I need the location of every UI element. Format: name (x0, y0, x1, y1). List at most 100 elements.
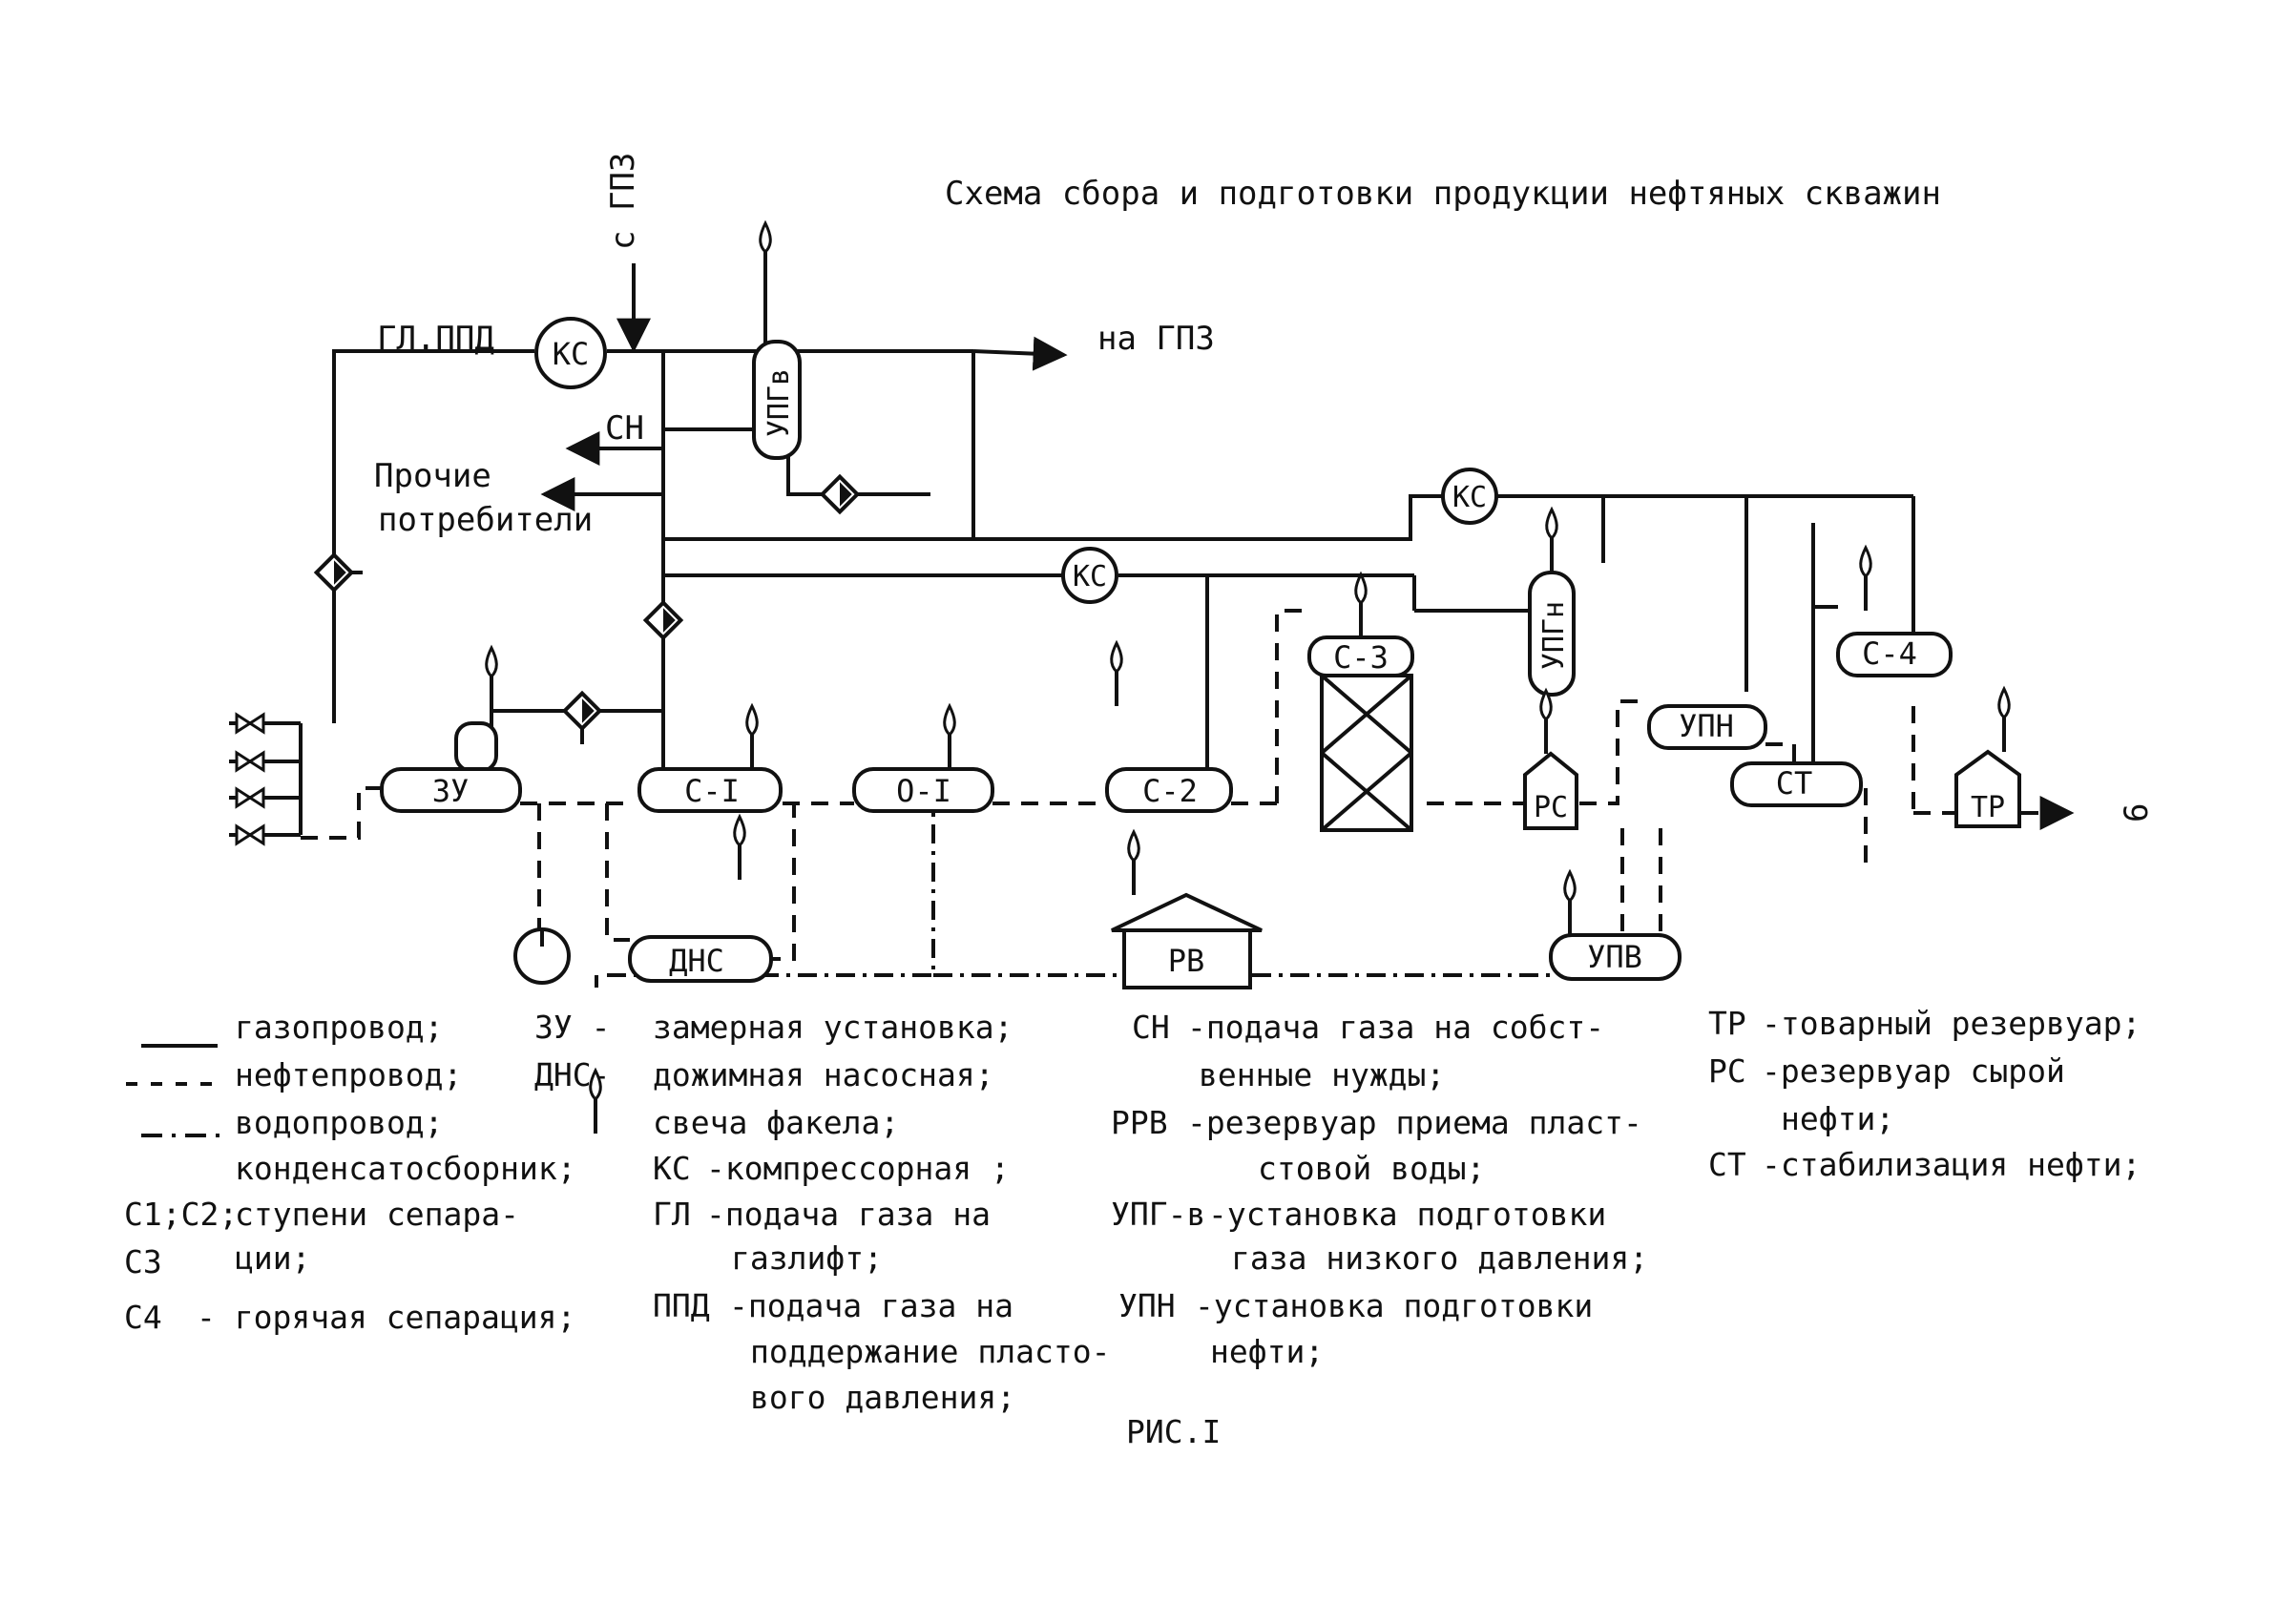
vessel-upn: УПН (1647, 704, 1767, 750)
vessel-dns: ДНС (628, 935, 773, 983)
water-lines (595, 803, 1551, 988)
gl-ppd-label: ГЛ.ППД (377, 320, 494, 358)
flare-icon (1562, 870, 1577, 937)
flare-icon (484, 646, 499, 713)
legend-item: -подача газа на собст- (1187, 1009, 1604, 1046)
legend-symbol: ГЛ (653, 1196, 691, 1233)
condensate-collector-icon (820, 474, 860, 514)
vessel-o1: О-I (852, 767, 994, 813)
vessel-c1: С-I (637, 767, 783, 813)
legend-symbol: УПГ-в (1111, 1196, 1205, 1233)
legend-symbol: ЗУ - (534, 1009, 610, 1046)
legend-item: дожимная насосная; (653, 1056, 994, 1093)
flare-icon (1858, 546, 1873, 613)
gas-lines (229, 248, 1915, 837)
legend-item: - горячая сепарация; (197, 1299, 575, 1336)
legend-item: стовой воды; (1258, 1150, 1485, 1187)
oil-lines (301, 606, 2075, 966)
legend-column-4: ТР -товарный резервуар; РС -резервуар сы… (1708, 1005, 2141, 1183)
legend-item: -подача газа на (706, 1196, 991, 1233)
flare-icon (1109, 641, 1124, 708)
legend-item: конденсатосборник; (235, 1150, 576, 1187)
legend-item: -товарный резервуар; (1762, 1005, 2141, 1042)
flare-icon (744, 704, 760, 771)
legend-item: ции; (235, 1239, 310, 1277)
legend-item: свеча факела; (653, 1104, 899, 1141)
tr-label: ТР (1971, 791, 2005, 824)
zu-label: ЗУ (432, 773, 470, 809)
legend-item: поддержание пласто- (750, 1333, 1111, 1370)
pump-icon (513, 927, 571, 985)
legend-item: -установка подготовки (1195, 1287, 1593, 1324)
vessel-c3: С-3 (1307, 635, 1414, 832)
c2-label: С-2 (1142, 773, 1198, 809)
vessel-c2: С-2 (1105, 767, 1233, 813)
legend-item: -резервуар сырой (1762, 1052, 2065, 1090)
compressor-ks-main: КС (534, 317, 607, 389)
legend-symbol: C1;C2; (124, 1196, 238, 1233)
legend-item: водопровод; (235, 1104, 444, 1141)
rs-label: РС (1534, 791, 1568, 824)
compressor-ks-right: КС (1441, 468, 1498, 525)
flare-icon (1126, 830, 1141, 897)
vessel-upg-n: УПГн (1528, 571, 1576, 697)
tank-rs: РС (1523, 751, 1578, 830)
vessel-zu: ЗУ (380, 721, 522, 813)
legend-item: -резервуар приема пласт- (1187, 1104, 1642, 1141)
legend-symbol: C3 (124, 1243, 162, 1280)
rv-label: РВ (1168, 943, 1205, 979)
legend-item: нефти; (1210, 1333, 1324, 1370)
well-valve-icon (235, 824, 265, 845)
c1-label: С-I (684, 773, 740, 809)
flare-icon (758, 221, 773, 288)
page-number: 6 (2118, 803, 2156, 822)
legend-column-3: СН -подача газа на собст- венные нужды; … (1111, 1009, 1648, 1370)
legend-symbol: РРВ (1111, 1104, 1168, 1141)
condensate-collector-icon (314, 552, 354, 593)
legend: газопровод; нефтепровод; водопровод; кон… (124, 1005, 2141, 1416)
legend-symbol: СТ (1708, 1146, 1746, 1183)
compressor-ks-mid: КС (1061, 547, 1118, 604)
st-label: СТ (1776, 765, 1813, 802)
figure-caption: РИС.I (1126, 1413, 1221, 1450)
upn-label: УПН (1679, 708, 1734, 744)
well-valve-icon (235, 713, 265, 734)
well-valve-icon (235, 751, 265, 772)
flare-icon (1996, 687, 2012, 754)
legend-item: газлифт; (731, 1239, 883, 1277)
legend-item: -подача газа на (729, 1287, 1013, 1324)
tank-tr: ТР (1954, 749, 2021, 828)
legend-item: нефти; (1781, 1100, 1894, 1137)
sn-label: СН (605, 409, 644, 448)
vessel-upv: УПВ (1549, 933, 1682, 981)
legend-column-1: газопровод; нефтепровод; водопровод; кон… (124, 1009, 576, 1336)
ks-right-label: КС (1452, 481, 1487, 514)
legend-symbol: УПН (1118, 1287, 1176, 1324)
other-consumers-label-2: потребители (378, 501, 593, 539)
flare-icon (1538, 689, 1554, 756)
ks-main-label: КС (553, 336, 590, 372)
legend-symbol: C4 (124, 1299, 162, 1336)
legend-item: ступени сепара- (235, 1196, 519, 1233)
legend-symbol: СН (1132, 1009, 1170, 1046)
legend-item: вого давления; (750, 1379, 1015, 1416)
vessel-c4: С-4 (1836, 632, 1953, 677)
legend-item: -компрессорная ; (706, 1150, 1010, 1187)
ks-mid-label: КС (1073, 560, 1107, 593)
legend-item: -стабилизация нефти; (1762, 1146, 2141, 1183)
flare-icon (732, 815, 747, 882)
well-valve-icon (235, 787, 265, 808)
flare-icon (942, 704, 957, 771)
dns-label: ДНС (669, 943, 724, 979)
diagram-title: Схема сбора и подготовки продукции нефтя… (945, 175, 1941, 213)
condensate-collector-icon (643, 600, 683, 640)
legend-symbol: РС (1708, 1052, 1746, 1090)
legend-symbol: ППД (653, 1287, 710, 1324)
vessel-st: СТ (1730, 761, 1863, 807)
c4-label: С-4 (1862, 635, 1917, 672)
legend-symbol: ТР (1708, 1005, 1746, 1042)
other-consumers-label-1: Прочие (374, 457, 491, 495)
legend-item: газопровод; (235, 1009, 444, 1046)
legend-item: венные нужды; (1199, 1056, 1445, 1093)
